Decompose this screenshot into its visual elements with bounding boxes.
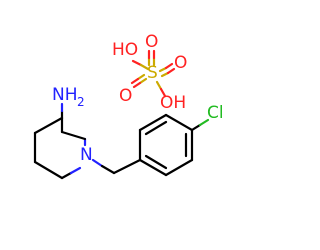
amine-h-count: 2 [77, 95, 85, 109]
s-o-left-bond-1b [132, 81, 142, 89]
ar-double-3 [144, 154, 168, 170]
s-o-left-bond-2b [130, 77, 140, 85]
piperidine-ring [33, 116, 87, 180]
hydroxyl-top-label: HO [112, 40, 138, 60]
ring-nitrogen-label: N [80, 145, 93, 165]
ar-bond-3 [164, 113, 194, 132]
chlorine-label: Cl [207, 103, 224, 123]
ring-bond-c6-n-n [69, 166, 82, 175]
ring-bond-c5-c6 [33, 160, 64, 180]
chlorine-group: Cl [190, 103, 224, 132]
oxygen-top-label: O [145, 32, 158, 52]
amine-label: NH [52, 85, 78, 105]
s-o-left-bond-1 [138, 77, 148, 85]
s-o-right-bond-2 [160, 71, 170, 78]
ar-bond-6 [138, 158, 168, 177]
amine-group: NH 2 [52, 85, 85, 120]
oxygen-right-label: O [174, 53, 187, 73]
ar-double-1 [144, 120, 168, 136]
ring-bond-c6-n-c [60, 171, 73, 180]
ar-bond-2 [138, 113, 168, 132]
c-cl-bond-cl [198, 118, 210, 127]
ch2-ring-bond [112, 158, 142, 175]
chemical-structure-diagram: HO S O O O OH NH 2 N [33, 32, 224, 180]
sulfuric-acid: HO S O O O OH [112, 32, 187, 113]
n-ch2-bond-c [100, 164, 116, 175]
s-o-left-bond-2 [136, 73, 146, 81]
s-o-right-bond-2b [166, 67, 176, 75]
hydroxyl-bottom-label: OH [160, 93, 186, 113]
ring-bond-n-c2-c [60, 130, 87, 141]
ho-s-bond-s-half [139, 63, 150, 71]
sulfur-label: S [147, 63, 158, 83]
s-o-right-bond-1b [164, 62, 174, 70]
chlorophenyl-ring [138, 113, 194, 177]
ho-s-bond-o-half [131, 59, 143, 67]
ring-bond-c3-c4 [33, 116, 64, 135]
s-oh-bond-s-half [155, 80, 163, 91]
ar-bond-5 [164, 158, 194, 177]
benzyl-linker [91, 158, 142, 175]
oxygen-left-label: O [119, 86, 132, 106]
s-o-right-bond-1 [158, 66, 168, 73]
s-oh-bond-o-half [159, 87, 167, 98]
c-cl-bond-c [190, 123, 202, 132]
n-ch2-bond-n [91, 158, 104, 168]
